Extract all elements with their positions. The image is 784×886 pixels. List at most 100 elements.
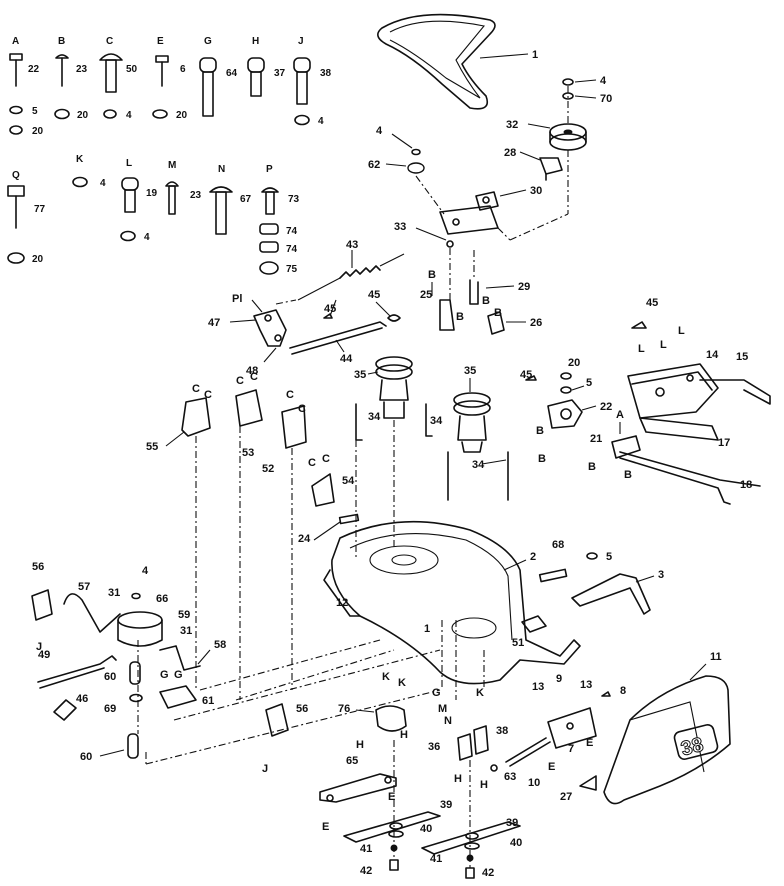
- ref-e2: E: [586, 737, 593, 749]
- nut-4-icon: [411, 148, 421, 156]
- spacer-74a-icon: [259, 223, 279, 235]
- callout-45-right: 45: [520, 369, 532, 381]
- idler-pulley: [549, 123, 587, 151]
- callout-18: 18: [740, 479, 752, 491]
- hw-p-74b: 74: [286, 244, 298, 255]
- pin-45d-icon: [631, 321, 647, 329]
- bracket-53: [235, 389, 263, 427]
- hw-qty-n: 67: [240, 194, 252, 205]
- callout-34-b: 34: [430, 415, 443, 427]
- bolt-b-icon: [55, 54, 69, 87]
- deck-brackets: 55 C C 53 C C 52 C C 54 C C: [146, 371, 357, 700]
- ref-b1: B: [428, 269, 436, 281]
- hw-qty-g: 64: [226, 68, 238, 79]
- hardware-legend: A 22 5 20 B 23 20 C 50 4 E: [7, 36, 332, 275]
- bolt-g-icon: [199, 57, 217, 117]
- callout-62: 62: [368, 159, 380, 171]
- callout-41-right: 41: [430, 853, 442, 865]
- spacer-60-bottom: [127, 733, 139, 759]
- bracket-52: [281, 405, 307, 449]
- deck-size-badge: 38: [679, 734, 706, 761]
- washer-69-icon: [129, 693, 143, 703]
- callout-33: 33: [394, 221, 406, 233]
- nut-c-icon: [103, 109, 117, 119]
- callout-42-right: 42: [482, 867, 494, 879]
- callout-46: 46: [76, 693, 88, 705]
- callout-22: 22: [600, 401, 612, 413]
- washer-40a-icon: [388, 830, 404, 838]
- pin-45c-icon: [525, 375, 537, 381]
- washer-62-icon: [407, 162, 425, 174]
- ref-m1: M: [438, 703, 447, 715]
- rod-10: [505, 737, 551, 767]
- callout-70: 70: [600, 93, 612, 105]
- hw-qty-m: 23: [190, 190, 202, 201]
- nut-75-icon: [259, 261, 279, 275]
- nut-q-icon: [7, 252, 25, 264]
- callout-3: 3: [658, 569, 664, 581]
- callout-1-deck: 1: [424, 623, 430, 635]
- bellcrank-22: [547, 399, 583, 429]
- ref-h1: H: [356, 739, 364, 751]
- hw-letter-e: E: [157, 36, 164, 47]
- bolt-e-icon: [155, 55, 169, 87]
- ref-h4: H: [480, 779, 488, 791]
- ref-c1: C: [192, 383, 200, 395]
- washer-40b-icon: [464, 842, 480, 850]
- callout-29: 29: [518, 281, 530, 293]
- ref-b2: B: [456, 311, 464, 323]
- callout-51: 51: [512, 637, 524, 649]
- ref-b4: B: [494, 307, 502, 319]
- ref-c3: C: [236, 375, 244, 387]
- ref-l2: L: [660, 339, 667, 351]
- nut-4-low-icon: [131, 592, 141, 600]
- hw-letter-k: K: [76, 154, 84, 165]
- callout-5-bottom: 5: [606, 551, 612, 563]
- right-linkage: 45 20 5 22 B B A 21 B B 18: [520, 297, 771, 505]
- washer-20-icon: [560, 372, 572, 380]
- pivot-59: [117, 611, 163, 647]
- pin-8-icon: [601, 691, 611, 697]
- callout-11: 11: [710, 651, 722, 663]
- hw-qty-k: 4: [100, 178, 106, 189]
- callout-1: 1: [532, 49, 538, 61]
- ref-b5: B: [536, 425, 544, 437]
- bolt-a-icon: [9, 53, 23, 87]
- callout-10: 10: [528, 777, 540, 789]
- callout-4-low: 4: [142, 565, 149, 577]
- bracket-76: [375, 705, 407, 732]
- bracket-54: [311, 473, 335, 507]
- bracket-25: [439, 299, 455, 331]
- bolt-j-icon: [293, 57, 311, 105]
- mower-deck-housing: [323, 513, 581, 685]
- callout-56-left: 56: [32, 561, 44, 573]
- belt-assembly: 1 32 4 70 28 4 62: [368, 13, 612, 305]
- callout-60-top: 60: [104, 671, 116, 683]
- hw-letter-g: G: [204, 36, 212, 47]
- callout-25: 25: [420, 289, 432, 301]
- hw-c-nut: 4: [126, 110, 132, 121]
- mount-bracket-14: [627, 363, 719, 419]
- spindle-right: [453, 392, 491, 453]
- bolt-h-icon: [247, 57, 265, 97]
- callout-13-left: 13: [532, 681, 544, 693]
- ref-c7: C: [308, 457, 316, 469]
- hw-qty-q: 77: [34, 204, 46, 215]
- washer-4-icon: [562, 78, 574, 86]
- left-lower-linkage: 56 J 57 31 4 66 59 31 49 46 60 69 G G 61…: [31, 561, 441, 765]
- callout-61: 61: [202, 695, 214, 707]
- ref-b7: B: [588, 461, 596, 473]
- callout-13-right: 13: [580, 679, 592, 691]
- plate-51: [521, 615, 547, 633]
- pulley-bracket-28: [539, 157, 563, 181]
- bolt-n-icon: [209, 186, 233, 235]
- callout-63: 63: [504, 771, 516, 783]
- ref-g2: G: [174, 669, 183, 681]
- hw-letter-q: Q: [12, 170, 20, 181]
- hw-qty-l: 19: [146, 188, 158, 199]
- hw-qty-c: 50: [126, 64, 138, 75]
- idler-arm-30: [439, 191, 499, 235]
- callout-56-right: 56: [296, 703, 308, 715]
- ref-h2: H: [400, 729, 408, 741]
